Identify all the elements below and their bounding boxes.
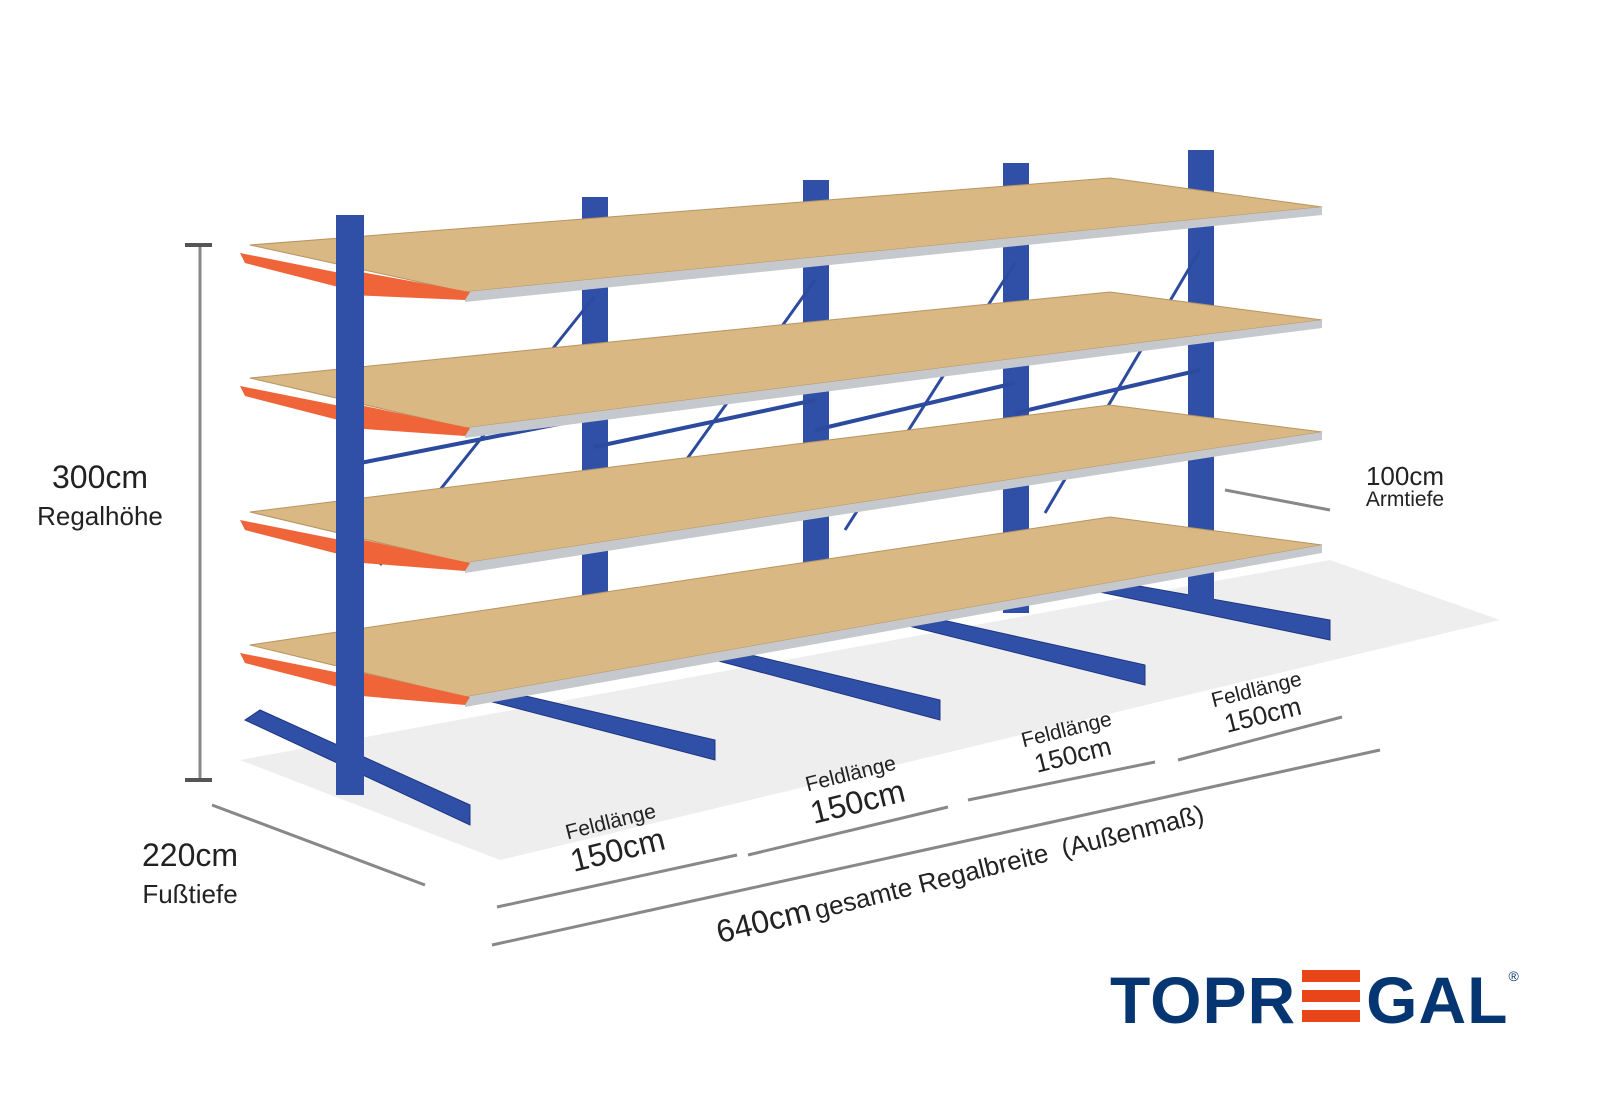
shelf-edge [465, 320, 1322, 438]
logo-registered-mark: ® [1508, 968, 1520, 984]
foot-depth-label: Fußtiefe [142, 879, 238, 909]
field-4-dimension-line [1177, 715, 1343, 762]
horizontal-brace [814, 381, 1016, 432]
cantilever-arm [240, 653, 350, 690]
field-3-dimension-line [967, 760, 1156, 802]
shelf-edge [465, 207, 1322, 302]
cantilever-arm [240, 386, 350, 423]
arm-depth-dimension-line [1224, 488, 1331, 512]
cantilever-arm [350, 670, 470, 705]
floor-shadow [240, 560, 1500, 860]
height-value: 300cm [51, 459, 149, 495]
foot-depth-value: 220cm [141, 837, 239, 873]
horizontal-brace [593, 398, 816, 449]
arm-depth-value: 100cm [1365, 461, 1445, 491]
cantilever-arm [350, 270, 470, 300]
cantilever-arm [350, 537, 470, 571]
logo-text-start: TOPR [1110, 963, 1297, 1037]
front-upright [336, 215, 364, 795]
foot-depth-dimension-line [211, 803, 426, 887]
cantilever-arm [240, 520, 350, 557]
topregal-logo: TOPR GAL ® [1110, 962, 1520, 1038]
cantilever-arm [240, 253, 350, 290]
total-width-dimension-line [491, 748, 1381, 947]
logo-e-bars [1302, 970, 1361, 1022]
height-label: Regalhöhe [37, 501, 163, 531]
cantilever-arm [350, 403, 470, 436]
field-1-dimension-line [496, 853, 738, 909]
horizontal-brace [1014, 368, 1201, 415]
shelf-edge [465, 545, 1322, 707]
shelf-deck [249, 177, 1323, 293]
logo-text-end: GAL [1366, 963, 1509, 1037]
field-2-dimension-line [747, 805, 949, 857]
shelf-edge [465, 432, 1322, 573]
arm-depth-label: Armtiefe [1365, 488, 1445, 511]
